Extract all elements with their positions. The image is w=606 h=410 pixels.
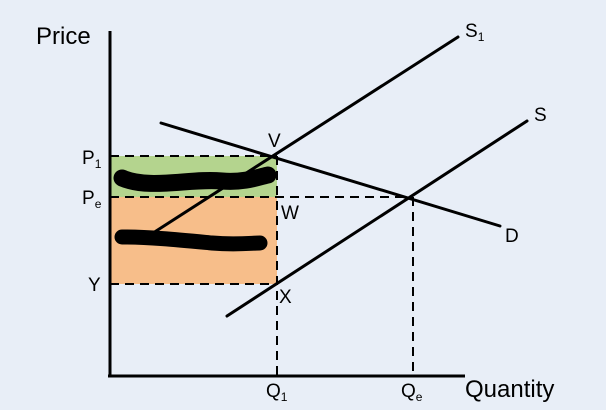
q1-label: Q1 bbox=[266, 381, 288, 404]
supply-curve-s bbox=[225, 119, 529, 318]
w-point-label: W bbox=[281, 203, 299, 224]
y-axis-title: Price bbox=[36, 23, 91, 50]
s-curve-label: S bbox=[534, 105, 547, 126]
v-point-label: V bbox=[268, 131, 281, 152]
p1-label: P1 bbox=[82, 148, 102, 171]
x-point-label: X bbox=[279, 287, 292, 308]
d-curve-label: D bbox=[505, 226, 519, 247]
s1-curve-label: S1 bbox=[465, 21, 485, 44]
scribble-upper bbox=[113, 166, 277, 192]
x-axis-title: Quantity bbox=[465, 376, 554, 403]
qe-label: Qe bbox=[401, 381, 423, 404]
pe-label: Pe bbox=[82, 188, 102, 211]
supply-curve-s1 bbox=[151, 35, 460, 235]
y-price-label: Y bbox=[88, 275, 101, 296]
demand-curve bbox=[159, 121, 502, 228]
scribble-lower bbox=[114, 229, 268, 252]
